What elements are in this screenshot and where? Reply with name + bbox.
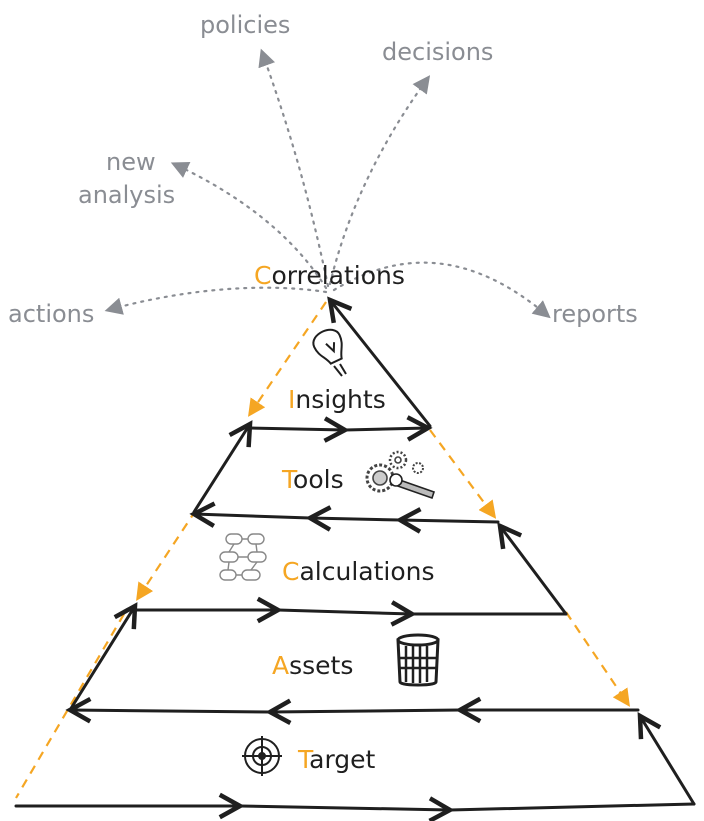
pyramid-zigzag-path <box>14 300 696 812</box>
output-new-analysis-line2: analysis <box>78 181 175 209</box>
right-rise-3 <box>330 300 432 428</box>
lightbulb-icon <box>312 328 347 377</box>
level-target-rest: arget <box>309 745 375 774</box>
level-calculations-initial: C <box>282 557 299 586</box>
output-actions: actions <box>8 300 94 328</box>
row-tools-edge-2 <box>310 518 402 520</box>
guide-arrow-right-1 <box>429 429 497 519</box>
level-calculations: Calculations <box>282 557 435 586</box>
level-assets-rest: ssets <box>289 651 353 680</box>
crosshair-target-icon <box>242 736 282 776</box>
level-calculations-rest: alculations <box>299 557 434 586</box>
level-insights: Insights <box>288 385 386 414</box>
arrow-to-actions <box>104 286 328 315</box>
output-decisions: decisions <box>382 38 493 66</box>
output-policies: policies <box>200 11 290 39</box>
left-rise-2 <box>192 424 250 514</box>
output-reports: reports <box>552 300 638 328</box>
row-tools-edge <box>400 520 500 522</box>
row-target-edge-2 <box>238 806 450 810</box>
output-arrows <box>104 48 551 319</box>
guide-arrow-left-3 <box>15 613 125 799</box>
row-insights-edge <box>248 428 345 430</box>
arrow-to-policies <box>258 48 330 288</box>
arrow-to-new-analysis <box>170 161 328 290</box>
row-assets-edge-3 <box>70 710 272 712</box>
row-insights-edge-2 <box>343 428 428 430</box>
level-target: Target <box>297 745 376 774</box>
guide-arrow-right-2 <box>565 611 630 707</box>
right-rise-2 <box>500 526 568 616</box>
level-insights-rest: nsights <box>295 385 385 414</box>
guide-arrow-left-1 <box>248 301 327 417</box>
flowchart-icon <box>219 533 267 581</box>
level-assets: Assets <box>272 651 353 680</box>
database-icon <box>396 633 440 687</box>
orange-guide-arrows <box>15 301 630 799</box>
row-target-edge-3 <box>448 802 696 812</box>
level-correlations-initial: C <box>254 261 271 290</box>
level-insights-initial: I <box>288 385 295 414</box>
level-correlations: Correlations <box>254 261 405 290</box>
arrow-to-decisions <box>328 75 431 286</box>
level-assets-initial: A <box>272 651 289 680</box>
output-new-analysis-line1: new <box>106 148 156 176</box>
row-calculations-edge-2 <box>276 610 412 614</box>
level-correlations-rest: orrelations <box>271 261 404 290</box>
level-tools: Tools <box>281 465 344 494</box>
right-rise-1 <box>640 716 696 806</box>
level-tools-rest: ools <box>293 465 344 494</box>
row-assets-edge-2 <box>270 710 462 712</box>
row-tools-edge-3 <box>194 514 312 518</box>
gears-wrench-icon <box>365 450 436 500</box>
guide-arrow-left-2 <box>136 509 197 601</box>
left-rise-1 <box>68 606 135 712</box>
